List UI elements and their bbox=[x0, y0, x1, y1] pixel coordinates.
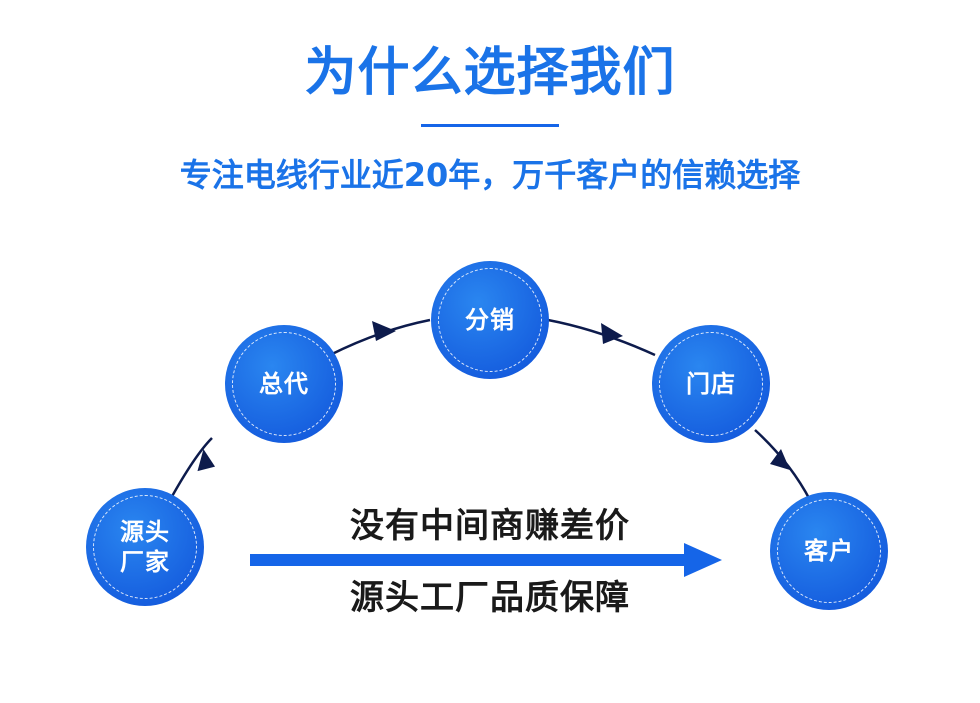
arc-arrowhead-1 bbox=[197, 449, 216, 472]
node-distribution: 分销 bbox=[431, 261, 549, 379]
page-title: 为什么选择我们 bbox=[304, 43, 676, 103]
node-ring bbox=[777, 499, 881, 603]
node-customer: 客户 bbox=[770, 492, 888, 610]
node-general-agent: 总代 bbox=[225, 325, 343, 443]
node-label: 门店 bbox=[686, 370, 736, 398]
arc-arrowhead-2 bbox=[372, 321, 396, 341]
node-label: 分销 bbox=[465, 306, 515, 334]
message-no-middleman: 没有中间商赚差价 bbox=[350, 506, 630, 546]
node-label: 客户 bbox=[804, 537, 854, 565]
page-subtitle: 专注电线行业近20年，万千客户的信赖选择 bbox=[179, 156, 801, 194]
node-ring bbox=[93, 495, 197, 599]
node-source-factory: 源头 厂家 bbox=[86, 488, 204, 606]
node-ring bbox=[659, 332, 763, 436]
arc-arrowhead-4 bbox=[770, 449, 790, 470]
arc-arrowhead-3 bbox=[601, 323, 623, 344]
node-label: 总代 bbox=[259, 370, 309, 398]
arc-segment-1 bbox=[168, 437, 213, 501]
node-label: 源头 厂家 bbox=[120, 518, 170, 576]
message-factory-quality: 源头工厂品质保障 bbox=[350, 578, 630, 618]
direct-arrow-head bbox=[684, 543, 722, 577]
node-ring bbox=[438, 268, 542, 372]
arc-segment-3 bbox=[547, 318, 656, 357]
node-store: 门店 bbox=[652, 325, 770, 443]
title-divider bbox=[421, 124, 559, 127]
node-ring bbox=[232, 332, 336, 436]
direct-arrow-shaft bbox=[250, 554, 686, 566]
